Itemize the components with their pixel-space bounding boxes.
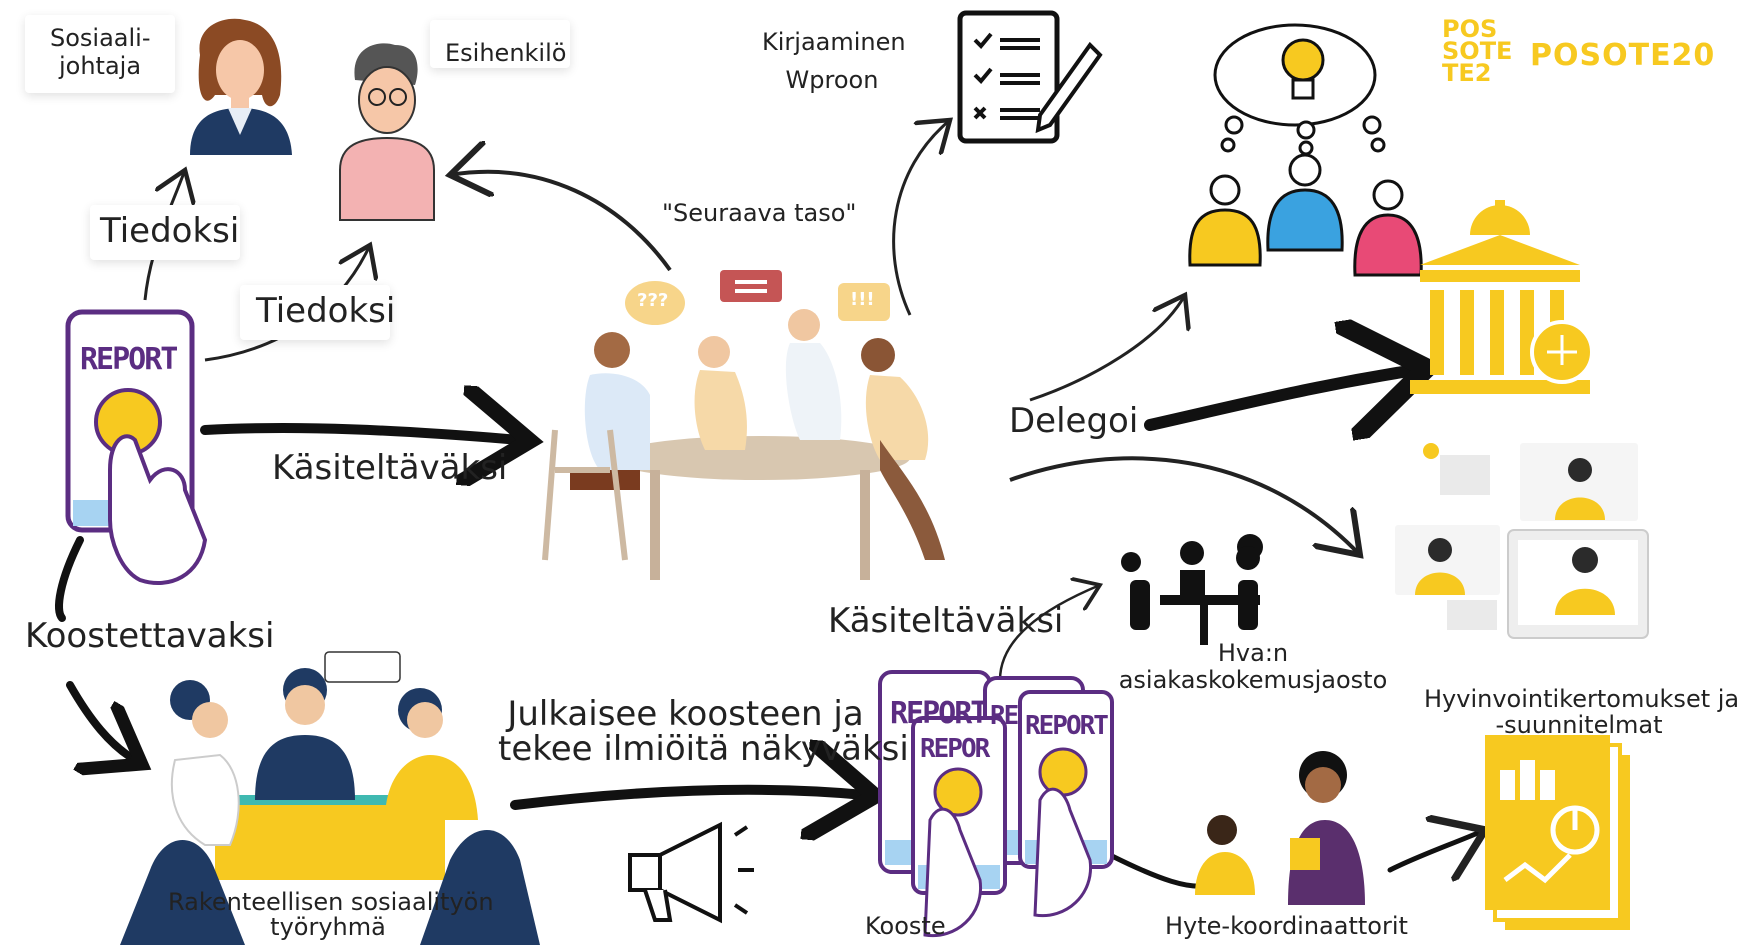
label-hyvinvointikertomukset: Hyvinvointikertomukset ja -suunnitelmat — [1424, 685, 1740, 739]
arrow-delegoi-to-institution — [1144, 370, 1415, 425]
label-kasiteltavaksi-1: Käsiteltäväksi — [272, 448, 508, 488]
wellbeing-reports-icon — [1485, 735, 1630, 930]
video-call-icon — [1395, 443, 1649, 639]
label-kooste: Kooste — [865, 912, 946, 940]
label-kirjaaminen: Kirjaaminen Wproon — [762, 28, 906, 94]
label-rakenteellisen-tyoryhma: Rakenteellisen sosiaalityön työryhmä — [168, 888, 494, 941]
posote-logo-mark — [1442, 20, 1522, 90]
kooste-report-label-4: REPORT — [1025, 711, 1109, 741]
label-tiedoksi-2: Tiedoksi — [256, 291, 396, 331]
arrow-hyte-to-reports — [1387, 830, 1485, 870]
institution-icon — [1410, 200, 1594, 394]
label-sosiaalijohtaja: Sosiaali- johtaja — [50, 24, 151, 80]
kooste-report-label-1: REPORT — [890, 696, 988, 731]
esihenkilo-figure — [339, 43, 435, 221]
arrow-meeting-to-videocall — [1009, 456, 1360, 555]
label-hyte-koordinaattorit: Hyte-koordinaattorit — [1165, 912, 1408, 940]
arrow-team-to-kooste — [510, 790, 865, 805]
arrow-report-to-meeting — [200, 428, 520, 440]
team-meeting-illustration — [120, 651, 540, 945]
arrow-meeting-to-esihenkilo — [450, 172, 672, 272]
label-card-tiedoksi-1 — [90, 205, 240, 260]
arrow-kooste-to-jaosto — [998, 585, 1100, 681]
kooste-report-label-3: RE — [990, 701, 1019, 731]
label-koostettavaksi: Koostettavaksi — [25, 616, 275, 656]
sosiaalijohtaja-figure — [190, 18, 292, 155]
posote-logo-text: POSOTE20 — [1530, 38, 1716, 73]
arrow-meeting-to-kirjaaminen — [892, 120, 950, 316]
label-card-esihenkilo — [430, 20, 570, 68]
label-card-sosiaalijohtaja — [25, 15, 175, 93]
label-asiakaskokemusjaosto: Hva:n asiakaskokemusjaosto — [1118, 639, 1388, 694]
label-card-tiedoksi-2 — [240, 285, 390, 340]
checklist-icon — [957, 10, 1103, 144]
label-julkaisee: Julkaisee koosteen ja tekee ilmiöitä näk… — [498, 694, 909, 769]
label-delegoi: Delegoi — [1005, 401, 1143, 442]
arrow-report-to-koostettavaksi — [55, 536, 84, 622]
kooste-stack — [878, 670, 1114, 938]
bubble-exclamation: !!! — [850, 289, 875, 310]
hyte-illustration — [1195, 751, 1365, 905]
label-kasiteltavaksi-2: Käsiteltäväksi — [828, 601, 1064, 641]
arrow-koostettavaksi-to-team — [66, 681, 135, 760]
megaphone-icon — [628, 821, 754, 924]
label-seuraava-taso: "Seuraava taso" — [662, 199, 857, 227]
bubble-question: ??? — [637, 290, 669, 311]
posote-logo-mark-text: POS SOTE TE2 — [1442, 15, 1513, 87]
report-phone-label: REPORT — [80, 342, 178, 377]
meeting-scene — [542, 270, 945, 580]
arrow-kooste-to-hyte — [1107, 852, 1213, 889]
report-phone-main — [65, 309, 208, 586]
label-tiedoksi-1: Tiedoksi — [100, 211, 240, 251]
idea-team-icon — [1188, 23, 1423, 277]
jaosto-meeting-icon — [1121, 534, 1263, 645]
label-esihenkilo: Esihenkilö — [445, 39, 567, 67]
kooste-report-label-2: REPOR — [920, 734, 990, 764]
arrow-delegoi-to-team — [1029, 295, 1185, 402]
